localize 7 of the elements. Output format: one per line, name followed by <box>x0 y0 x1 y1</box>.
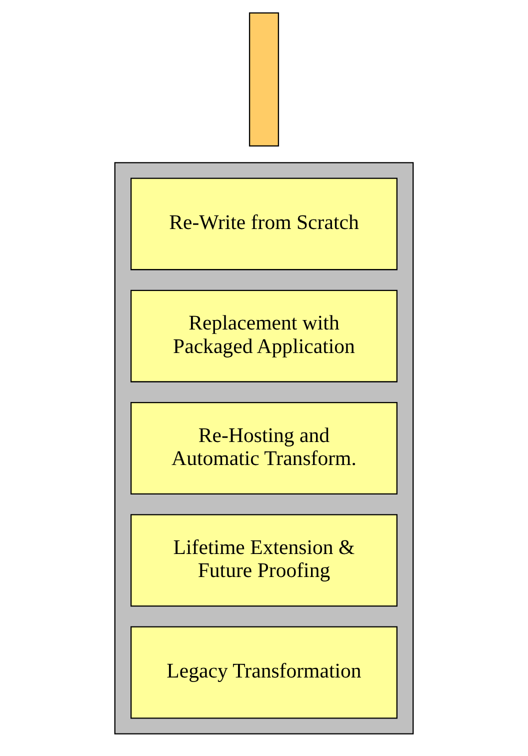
node-box: Re-Hosting and Automatic Transform. <box>130 402 398 494</box>
cluster <box>114 162 414 734</box>
node-box: Legacy Transformation <box>130 626 398 719</box>
node-bar <box>248 12 280 146</box>
node-box: Lifetime Extension & Future Proofing <box>130 514 398 607</box>
node-box: Replacement with Packaged Application <box>130 290 398 382</box>
node-box: Re-Write from Scratch <box>130 178 398 270</box>
